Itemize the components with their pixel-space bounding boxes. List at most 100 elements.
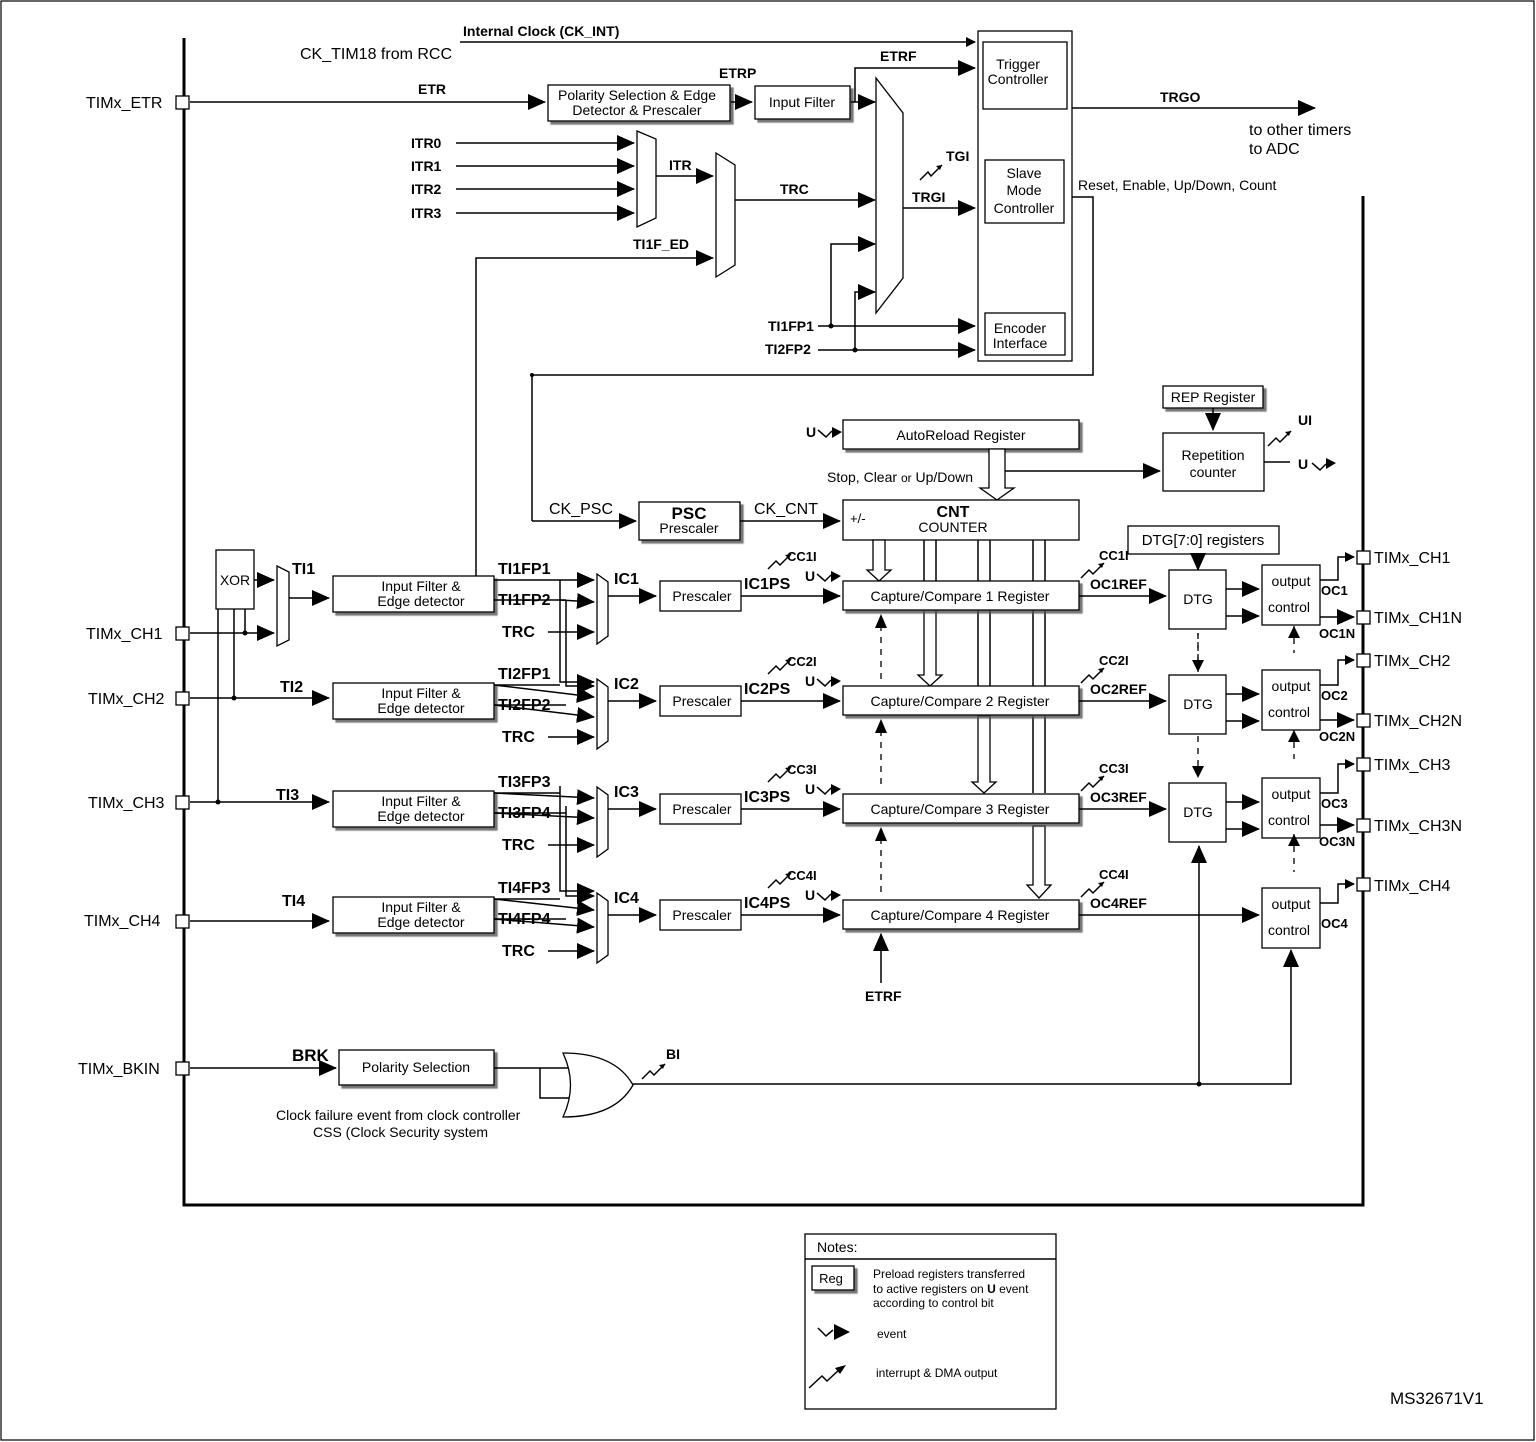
prescaler-label-1: Prescaler <box>672 588 731 604</box>
label-ic1: IC1 <box>614 571 639 588</box>
pin-timx-ch1-out <box>1356 550 1371 565</box>
label-ui: UI <box>1298 412 1312 428</box>
label-icps3: IC3PS <box>744 789 791 806</box>
repetition-counter-l1: Repetition <box>1181 447 1244 463</box>
input-filter-box <box>754 85 851 120</box>
label-itr0: ITR0 <box>411 135 442 151</box>
notes-title: Notes: <box>817 1239 857 1255</box>
label-ic3: IC3 <box>614 784 639 801</box>
label-fp-a-3: TI3FP3 <box>498 774 551 791</box>
output-control-l1-4: output <box>1272 896 1311 912</box>
output-control-box-4 <box>1261 887 1321 949</box>
output-control-l1-1: output <box>1272 573 1311 589</box>
label-bi: BI <box>666 1046 680 1062</box>
break-or-gate <box>561 1052 634 1118</box>
label-etrf-bottom: ETRF <box>865 988 902 1004</box>
ic-mux-2 <box>596 677 609 751</box>
label-ck-from-rcc: CK_TIM18 from RCC <box>300 46 452 63</box>
input-filter-edge-box-2 <box>332 682 495 720</box>
output-control-l1-2: output <box>1272 678 1311 694</box>
cnt-sub: COUNTER <box>918 519 987 535</box>
polarity-edge-line2: Detector & Prescaler <box>572 102 701 118</box>
repetition-counter-l2: counter <box>1190 464 1237 480</box>
trc-mux <box>715 151 736 279</box>
capture-compare-register-label-2: Capture/Compare 2 Register <box>871 693 1050 709</box>
pin-timx-ch1 <box>175 626 190 641</box>
capture-compare-register-3 <box>842 793 1080 824</box>
label-cci-in1: CC1I <box>787 549 817 564</box>
input-filter-edge-l1-3: Input Filter & <box>381 793 461 809</box>
label-ocref2: OC2REF <box>1090 681 1147 697</box>
interrupt-icon <box>1080 562 1105 579</box>
label-oc2: OC2 <box>1321 688 1348 703</box>
input-filter-edge-l2-4: Edge detector <box>377 914 465 930</box>
capture-compare-register-label-4: Capture/Compare 4 Register <box>871 907 1050 923</box>
ic-mux-4 <box>596 891 609 965</box>
reset-line <box>531 196 1094 521</box>
pin-timx-ch2n <box>1356 713 1371 728</box>
fp-into-mux <box>493 704 595 723</box>
label-pin-ch3: TIMx_CH3 <box>88 795 165 812</box>
label-pin-ch1-out: TIMx_CH1 <box>1374 550 1451 567</box>
notes-event: event <box>877 1327 907 1341</box>
pin-timx-ch4-out <box>1356 877 1371 892</box>
autoreload-label: AutoReload Register <box>896 427 1026 443</box>
interrupt-icon <box>1080 775 1105 792</box>
label-fp-a-4: TI4FP3 <box>498 880 551 897</box>
dtg-registers-box <box>1127 525 1280 555</box>
label-icps2: IC2PS <box>744 681 791 698</box>
input-filter-label: Input Filter <box>769 94 835 110</box>
output-control-box-3 <box>1261 777 1321 839</box>
label-u-rep: U <box>1298 456 1308 472</box>
pin-timx-ch2 <box>175 691 190 706</box>
label-oc4: OC4 <box>1321 916 1349 931</box>
polarity-edge-line1: Polarity Selection & Edge <box>558 87 716 103</box>
input-filter-edge-l2-1: Edge detector <box>377 593 465 609</box>
label-pin-ch1: TIMx_CH1 <box>86 626 163 643</box>
output-control-l1-3: output <box>1272 786 1311 802</box>
notes-preload-3: according to control bit <box>873 1296 994 1310</box>
ti1f-ed-line <box>475 250 714 578</box>
interrupt-icon <box>767 553 792 570</box>
label-cc-out3: CC3I <box>1099 761 1129 776</box>
xor-mux <box>276 564 290 648</box>
label-ck-int: Internal Clock (CK_INT) <box>463 23 619 39</box>
ic-mux-1 <box>596 572 609 646</box>
encoder-interface-box <box>984 312 1066 356</box>
label-to-other-timers: to other timers <box>1249 122 1351 139</box>
label-itr2: ITR2 <box>411 181 442 197</box>
label-reset-enable: Reset, Enable, Up/Down, Count <box>1078 177 1277 193</box>
interrupt-icon <box>1080 667 1105 684</box>
output-control-l2-4: control <box>1268 922 1310 938</box>
label-trc-top: TRC <box>780 181 809 197</box>
label-ti1: TI1 <box>292 561 315 578</box>
notes-preload-1: Preload registers transferred <box>873 1267 1025 1281</box>
prescaler-box-3 <box>659 793 742 825</box>
label-itr: ITR <box>669 157 692 173</box>
notes-reg-box <box>811 1265 855 1291</box>
pin-timx-ch3n <box>1356 818 1371 833</box>
label-trc-4: TRC <box>502 943 535 960</box>
etrf-line <box>854 60 976 102</box>
pin-timx-etr <box>175 95 190 110</box>
trigger-controller-l2: Controller <box>988 71 1049 87</box>
fp-into-mux <box>493 789 595 806</box>
label-itr1: ITR1 <box>411 158 442 174</box>
fp-into-mux <box>559 593 595 609</box>
label-trc-1: TRC <box>502 624 535 641</box>
label-pin-ch3-out: TIMx_CH3 <box>1374 757 1451 774</box>
prescaler-label-2: Prescaler <box>672 693 731 709</box>
input-filter-edge-l1-2: Input Filter & <box>381 685 461 701</box>
label-trgi: TRGI <box>912 189 945 205</box>
label-ic2: IC2 <box>614 676 639 693</box>
label-ocn1: OC1N <box>1319 626 1355 641</box>
prescaler-box-2 <box>659 685 742 717</box>
dtg-label-1: DTG <box>1183 591 1213 607</box>
label-ocref4: OC4REF <box>1090 895 1147 911</box>
itr-mux <box>636 130 657 229</box>
label-fp-a-1: TI1FP1 <box>498 561 551 578</box>
output-control-box-1 <box>1261 564 1321 626</box>
input-filter-edge-l2-2: Edge detector <box>377 700 465 716</box>
